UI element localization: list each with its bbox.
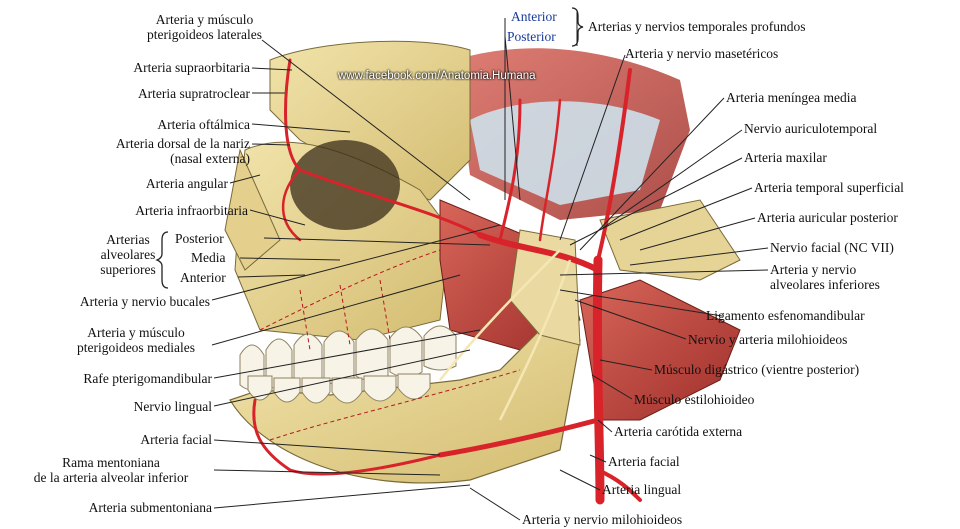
label-esfenomandibular: Ligamento esfenomandibular: [706, 308, 865, 323]
label-temporal-superficial: Arteria temporal superficial: [754, 180, 904, 195]
label-digastrico: Músculo digástrico (vientre posterior): [654, 362, 860, 377]
label-line: Arteria dorsal de la nariz: [115, 136, 250, 151]
label-nervio-lingual: Nervio lingual: [133, 399, 212, 414]
label-carotida-externa: Arteria carótida externa: [614, 424, 743, 439]
label-line: pterigoideos mediales: [76, 340, 196, 355]
label-top-anterior: Anterior: [511, 9, 557, 24]
label-rafe: Rafe pterigomandibular: [83, 371, 212, 386]
arteries: [252, 58, 642, 505]
nerves: [439, 249, 572, 421]
label-alveolares-superiores: Arterias alveolares superiores: [88, 232, 168, 277]
label-line: Rama mentoniana: [62, 455, 160, 470]
label-nervio-arteria-milohioideos: Nervio y arteria milohioideos: [688, 332, 848, 347]
label-pterigoideos-laterales: Arteria y músculo pterigoideos laterales: [142, 12, 267, 42]
label-bucales: Arteria y nervio bucales: [79, 294, 210, 309]
label-auricular-posterior: Arteria auricular posterior: [757, 210, 898, 225]
label-dorsal-nariz: Arteria dorsal de la nariz (nasal extern…: [60, 136, 250, 166]
label-top-posterior: Posterior: [507, 29, 556, 44]
label-line: alveolares inferiores: [770, 277, 880, 292]
label-arteria-nervio-milohioideos: Arteria y nervio milohioideos: [522, 512, 683, 527]
label-oftalmica: Arteria oftálmica: [157, 117, 250, 132]
label-line: Arteria y músculo: [87, 325, 185, 340]
label-pterigoideos-mediales: Arteria y músculo pterigoideos mediales: [60, 325, 212, 355]
label-arteria-facial-left: Arteria facial: [140, 432, 212, 447]
mastoid-bone: [599, 199, 741, 281]
label-line: Arteria y músculo: [155, 12, 254, 27]
label-line: alveolares: [100, 247, 156, 262]
label-arteria-maxilar: Arteria maxilar: [744, 150, 827, 165]
label-arteria-facial-right: Arteria facial: [608, 454, 680, 469]
label-anterior: Anterior: [180, 270, 226, 285]
label-nervio-facial: Nervio facial (NC VII): [770, 240, 894, 255]
label-alveolares-inferiores: Arteria y nervio alveolares inferiores: [770, 262, 880, 292]
label-line: (nasal externa): [170, 151, 250, 166]
label-line: Arteria y nervio: [770, 262, 857, 277]
label-estilohioideo: Músculo estilohioideo: [634, 392, 755, 407]
label-media: Media: [191, 250, 226, 265]
nasal-bone: [224, 148, 281, 271]
label-posterior: Posterior: [175, 231, 224, 246]
label-line: de la arteria alveolar inferior: [33, 470, 189, 485]
label-supratroclear: Arteria supratroclear: [137, 86, 250, 101]
label-arteria-lingual: Arteria lingual: [602, 482, 682, 497]
label-supraorbitaria: Arteria supraorbitaria: [133, 60, 250, 75]
label-auriculotemporal: Nervio auriculotemporal: [744, 121, 878, 136]
temporal-tendon: [470, 101, 660, 205]
label-line: pterigoideos laterales: [146, 27, 263, 42]
alveolar-vessels: [259, 249, 521, 441]
brace-alveolares: [155, 231, 169, 289]
label-line: superiores: [100, 262, 156, 277]
label-submentoniana: Arteria submentoniana: [88, 500, 212, 515]
label-rama-mentoniana: Rama mentoniana de la arteria alveolar i…: [8, 455, 214, 485]
watermark: www.facebook.com/Anatomia.Humana: [338, 70, 536, 82]
brace-temporales: [571, 7, 584, 47]
label-infraorbitaria: Arteria infraorbitaria: [135, 203, 248, 218]
leader-lines: [211, 12, 769, 521]
label-line: Arterias: [106, 232, 150, 247]
label-angular: Arteria angular: [145, 176, 228, 191]
label-temporales-profundos: Arterias y nervios temporales profundos: [588, 19, 806, 34]
label-meningea-media: Arteria meníngea media: [726, 90, 857, 105]
label-maseterico: Arteria y nervio masetéricos: [625, 46, 779, 61]
